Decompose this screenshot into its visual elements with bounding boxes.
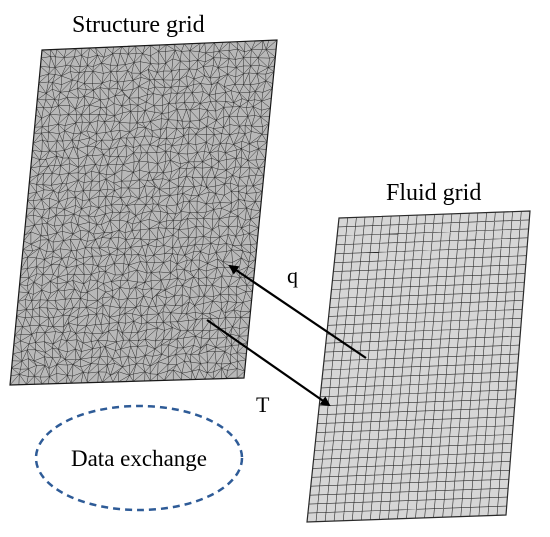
data-exchange-ellipse [34, 404, 244, 512]
structure-grid-elements [9, 39, 278, 386]
structure-grid-mesh [9, 39, 278, 386]
fluid-grid-mesh [306, 210, 531, 523]
data-exchange-label: Data exchange [71, 446, 207, 471]
fluid-grid-title: Fluid grid [386, 180, 481, 206]
t-arrow [206, 319, 331, 407]
q-label: q [287, 263, 298, 288]
structure-grid-title: Structure grid [72, 12, 205, 38]
fluid-grid-cells [307, 211, 530, 522]
q-arrow [228, 264, 367, 359]
t-label: T [256, 392, 270, 417]
